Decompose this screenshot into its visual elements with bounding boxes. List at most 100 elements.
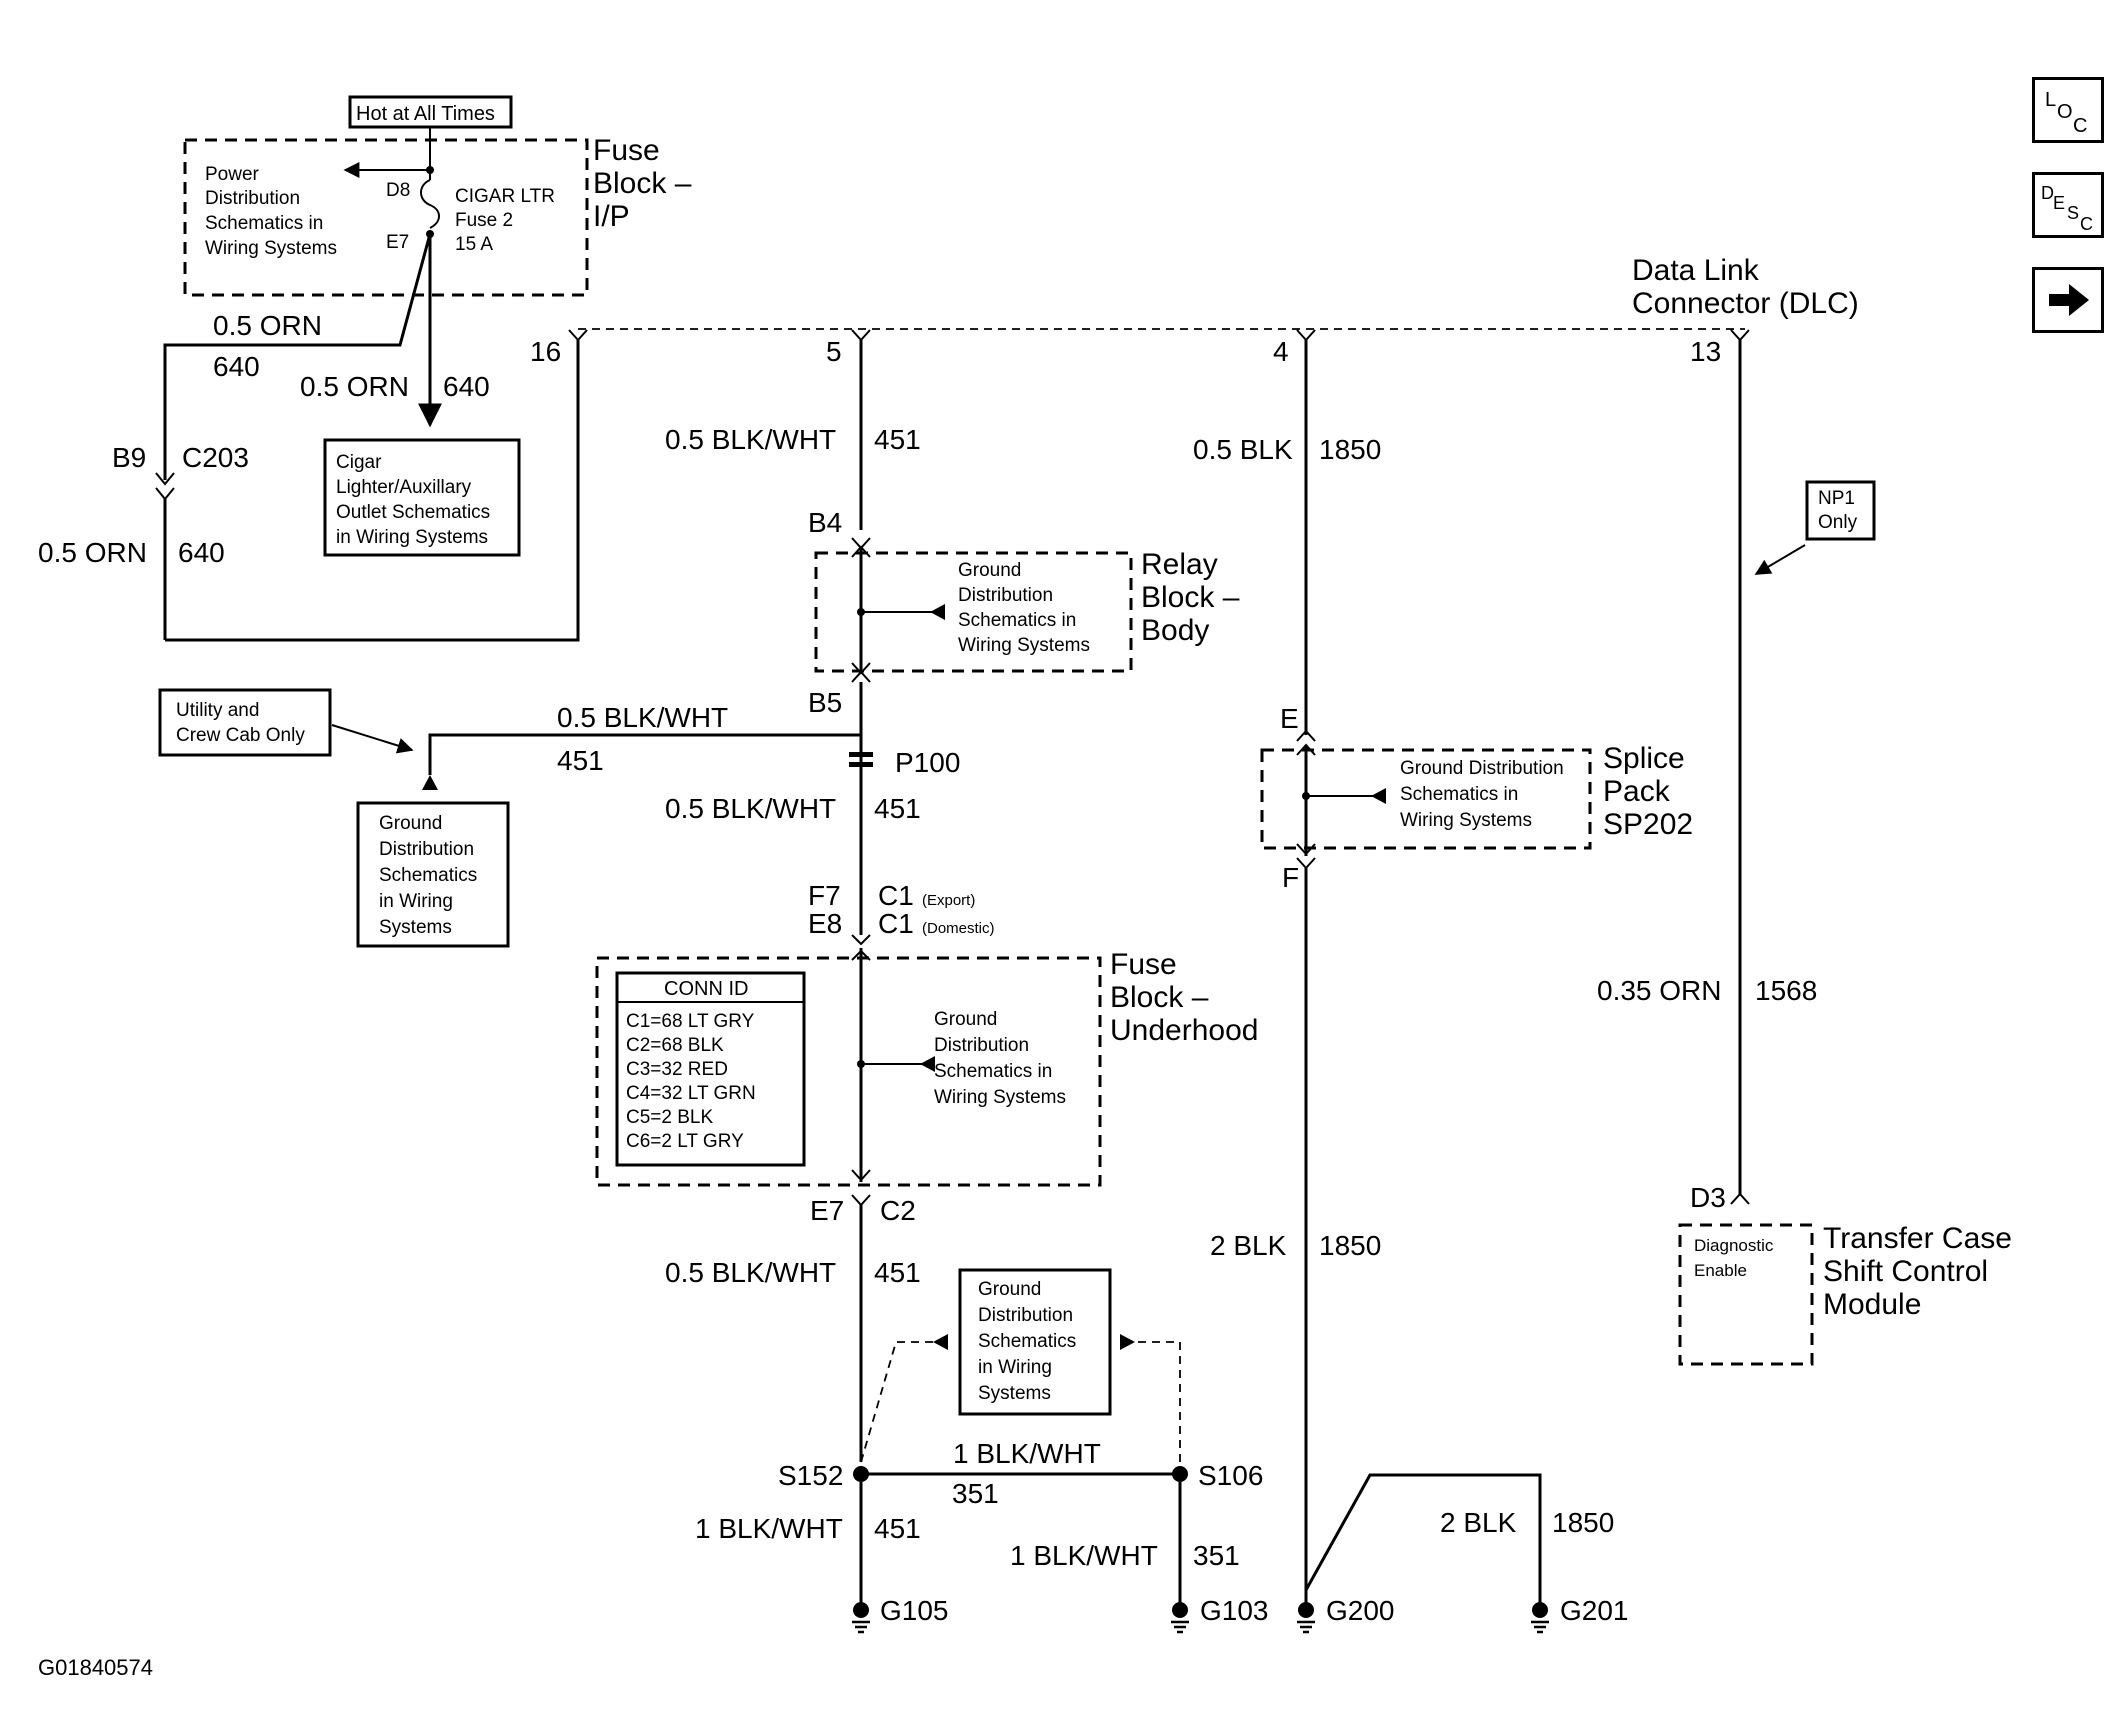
conn-id-title: CONN ID [664,978,748,1000]
splice-title-3: SP202 [1603,808,1693,841]
relay-title-1: Relay [1141,548,1218,581]
splice-s152-label: S152 [778,1460,843,1491]
fuse-block-ip-title-2: Block – [593,167,692,200]
dlc-title-2: Connector (DLC) [1632,287,1859,320]
wire-640-circuit-low: 640 [178,537,225,568]
conn-id-table: CONN ID C1=68 LT GRY C2=68 BLK C3=32 RED… [615,971,806,1167]
conn-id-row: C6=2 LT GRY [626,1131,744,1152]
underhood-pin-e8: E8 [808,908,842,939]
dlc-pin-4: 4 [1273,336,1289,367]
c203-name: C203 [182,442,249,473]
underhood-ground-2: Distribution [934,1035,1029,1056]
circuit-451: 0.5 BLK/WHT 451 B4 Ground Distribution S… [422,340,1258,1462]
dlc-pin-13-symbol [1730,329,1750,342]
cigar-box-line-4: in Wiring Systems [336,527,488,548]
wire-451-circuit-2: 451 [874,793,921,824]
tcscm-inner-2: Enable [1694,1261,1747,1280]
splice-pin-f: F [1282,862,1299,893]
ground-bottom-2: Distribution [978,1305,1073,1326]
underhood-pin-e7: E7 [810,1195,844,1226]
underhood-ground-1: Ground [934,1009,997,1030]
tcscm-title-1: Transfer Case [1823,1222,2012,1255]
desc-button[interactable]: D E S C [2032,172,2104,238]
ground-left-5: Systems [379,917,452,938]
desc-letter-4: C [2080,214,2093,234]
dlc-title-1: Data Link [1632,254,1760,287]
ground-left-3: Schematics [379,865,477,886]
ground-g105: G105 [880,1595,949,1626]
wire-g201-size: 2 BLK [1440,1507,1517,1538]
fuse-block-ip-title-3: I/P [593,200,630,233]
conn-id-row: C2=68 BLK [626,1035,724,1056]
dlc-pin-16-symbol [568,329,588,342]
underhood-conn-c1-export: C1 [878,880,914,911]
loc-letter-1: L [2045,89,2056,111]
fuse-block-ip: Hot at All Times Fuse Block – I/P Power … [183,95,692,297]
wire-351-b-circuit: 351 [1193,1540,1240,1571]
cigar-box-line-3: Outlet Schematics [336,502,490,523]
wire-1850-circuit-1: 1850 [1319,434,1381,465]
utility-note-1: Utility and [176,700,259,721]
wire-351-b-size: 1 BLK/WHT [1010,1540,1158,1571]
fuse-underhood-outline [595,956,1102,1187]
tcscm-inner-1: Diagnostic [1694,1236,1774,1255]
wire-640-circuit-mid: 640 [443,371,490,402]
p100-passthrough [849,752,873,767]
underhood-ground-3: Schematics in [934,1061,1052,1082]
next-button[interactable] [2032,267,2104,333]
ground-bottom-1: Ground [978,1279,1041,1300]
wire-451-size-3: 0.5 BLK/WHT [665,1257,836,1288]
underhood-conn-c1-domestic: C1 [878,908,914,939]
ground-g201: G201 [1560,1595,1629,1626]
power-dist-3: Schematics in [205,213,323,234]
underhood-conn-c2: C2 [880,1195,916,1226]
fuse-block-ip-outline [183,138,589,297]
loc-button[interactable]: L O C [2032,77,2104,143]
splice-ground-3: Wiring Systems [1400,810,1532,831]
splice-ground-2: Schematics in [1400,784,1518,805]
power-dist-4: Wiring Systems [205,238,337,259]
relay-ground-3: Schematics in [958,610,1076,631]
relay-block-outline [814,551,1133,673]
wire-640-size-mid: 0.5 ORN [300,371,409,402]
dlc-pin-4-symbol [1296,329,1316,342]
utility-note: Utility and Crew Cab Only [158,688,414,757]
relay-title-3: Body [1141,614,1209,647]
underhood-export: (Export) [922,892,975,909]
fuse-label-1: CIGAR LTR [455,186,555,207]
fuse-label-2: Fuse 2 [455,210,513,231]
cigar-box-line-1: Cigar [336,452,382,473]
ground-left-4: in Wiring [379,891,453,912]
wire-451-circuit-branch: 451 [557,745,604,776]
description-icon: D E S C [2041,183,2093,234]
splice-ground-1: Ground Distribution [1400,758,1564,779]
ground-g103: G103 [1200,1595,1269,1626]
underhood-pin-f7: F7 [808,880,841,911]
np1-note-box [1805,480,1876,541]
conn-id-row: C3=32 RED [626,1059,728,1080]
conn-id-row: C5=2 BLK [626,1107,713,1128]
underhood-ground-4: Wiring Systems [934,1087,1066,1108]
fuse-block-ip-title-1: Fuse [593,134,660,167]
power-dist-1: Power [205,164,260,185]
relay-pin-b5: B5 [808,687,842,718]
ground-g200: G200 [1326,1595,1395,1626]
splice-pin-e: E [1280,703,1299,734]
underhood-title-3: Underhood [1110,1014,1258,1047]
ground-bottom-5: Systems [978,1383,1051,1404]
data-link-connector: Data Link Connector (DLC) 16 5 4 13 [530,254,1859,367]
desc-letter-3: S [2067,203,2079,223]
fuse-label-3: 15 A [455,234,493,255]
wire-351-h-circuit: 351 [952,1478,999,1509]
dlc-pin-13: 13 [1690,336,1721,367]
ground-left-1: Ground [379,813,442,834]
wire-640-size-low: 0.5 ORN [38,537,147,568]
conn-id-row: C4=32 LT GRN [626,1083,756,1104]
tcscm-title-3: Module [1823,1288,1921,1321]
utility-note-2: Crew Cab Only [176,725,305,746]
wire-451-size-1: 0.5 BLK/WHT [665,424,836,455]
underhood-title-2: Block – [1110,981,1209,1014]
fuse-pin-d8: D8 [386,180,410,201]
cigar-lighter-box: Cigar Lighter/Auxillary Outlet Schematic… [323,438,521,557]
